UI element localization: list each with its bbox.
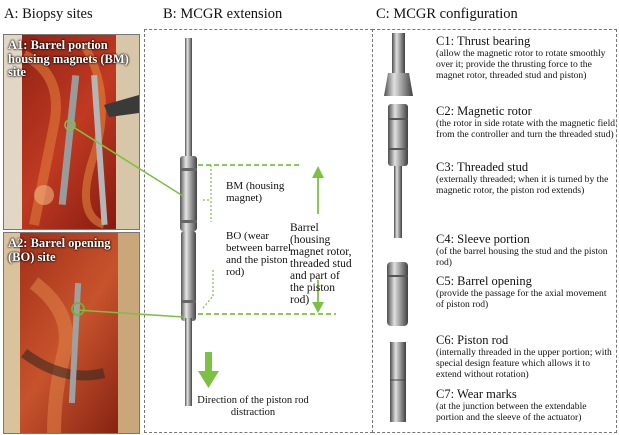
part-c5: C5: Barrel opening (provide the passage … (436, 274, 616, 310)
part-c1: C1: Thrust bearing (allow the magnetic r… (436, 34, 616, 82)
part-c4: C4: Sleeve portion (of the barrel housin… (436, 232, 616, 268)
part-c4-desc: (of the barrel housing the stud and the … (436, 246, 616, 268)
part-c1-title: C1: Thrust bearing (436, 34, 616, 48)
part-c1-desc: (allow the magnetic rotor to rotate smoo… (436, 48, 616, 82)
part-c2-title: C2: Magnetic rotor (436, 104, 616, 118)
part-c7-title: C7: Wear marks (436, 387, 616, 401)
part-c7-desc: (at the junction between the extendable … (436, 401, 616, 423)
part-c5-title: C5: Barrel opening (436, 274, 616, 288)
part-c2: C2: Magnetic rotor (the rotor in side ro… (436, 104, 616, 140)
part-c6-desc: (internally threaded in the upper portio… (436, 347, 616, 381)
part-c4-title: C4: Sleeve portion (436, 232, 616, 246)
part-c6: C6: Piston rod (internally threaded in t… (436, 333, 616, 381)
part-c5-desc: (provide the passage for the axial movem… (436, 288, 616, 310)
part-c3-desc: (externally threaded; when it is turned … (436, 174, 616, 196)
part-c2-desc: (the rotor in side rotate with the magne… (436, 118, 616, 140)
part-c6-title: C6: Piston rod (436, 333, 616, 347)
part-c3: C3: Threaded stud (externally threaded; … (436, 160, 616, 196)
part-c3-title: C3: Threaded stud (436, 160, 616, 174)
part-c7: C7: Wear marks (at the junction between … (436, 387, 616, 423)
